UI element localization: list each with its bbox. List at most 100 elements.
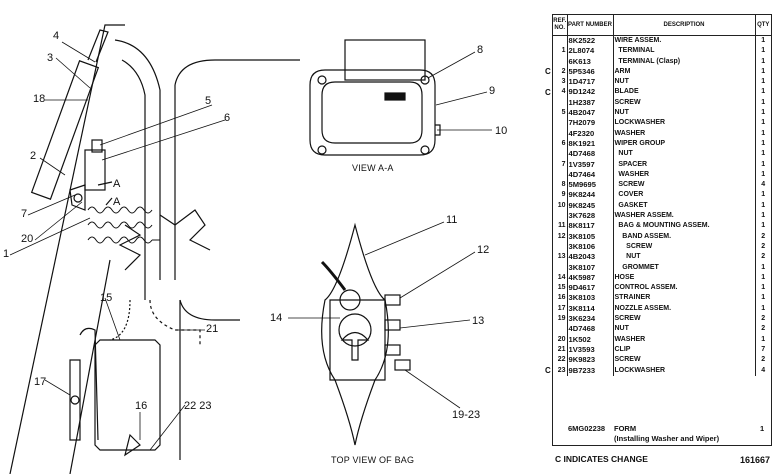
callout-2: 2 [30, 150, 37, 162]
part-number-cell: 9K8245 [567, 200, 614, 212]
part-number-cell: 3K8105 [567, 231, 614, 242]
callout-15: 15 [100, 292, 113, 304]
description-cell: GASKET [613, 200, 756, 212]
callout-20: 20 [21, 233, 34, 245]
description-cell: NUT [613, 108, 756, 119]
part-number-cell: 3K6234 [567, 314, 614, 325]
header-part-number: PART NUMBER [567, 15, 614, 36]
qty-cell: 1 [761, 37, 766, 44]
description-cell: BLADE [613, 87, 756, 98]
description-cell: LOCKWASHER [613, 118, 756, 129]
document-number: 161667 [740, 455, 771, 465]
part-number-cell: 4D7468 [567, 149, 614, 160]
qty-cell: 1 [761, 335, 766, 343]
part-number-cell: 9B7233 [567, 365, 614, 376]
leader-lines [9, 41, 492, 451]
callout-19-23: 19-23 [452, 409, 481, 421]
table-row: 6K613 TERMINAL (Clasp)1 [553, 56, 771, 67]
qty-cell: 1 [761, 201, 766, 209]
top-view-caption: TOP VIEW OF BAG [331, 455, 415, 465]
description-cell: SCREW [613, 180, 756, 191]
callout-16: 16 [135, 400, 148, 412]
qty-cell: 1 [761, 129, 766, 137]
cab-pillar [9, 24, 300, 474]
description-cell: TERMINAL [613, 46, 756, 57]
ref-cell: 15 [553, 283, 568, 294]
form-qty: 1 [760, 424, 765, 433]
part-number-cell: 3K8106 [567, 241, 614, 253]
qty-cell: 1 [761, 160, 766, 168]
description-cell: HOSE [613, 272, 756, 284]
description-cell: NUT [613, 324, 756, 335]
qty-cell: 1 [761, 284, 766, 292]
qty-cell: 2 [761, 315, 766, 323]
description-cell: SCREW [613, 355, 756, 366]
ref-cell: 13 [553, 252, 568, 263]
qty-cell: 1 [761, 139, 766, 147]
part-number-cell: 4D7468 [567, 324, 614, 335]
ref-cell [553, 149, 568, 160]
ref-cell: 6 [553, 138, 568, 150]
header-description: DESCRIPTION [613, 15, 756, 36]
ref-cell: 10 [553, 200, 568, 212]
ref-cell [553, 262, 568, 273]
callout-22-23: 22 23 [184, 400, 212, 412]
part-number-cell: 9K8244 [567, 190, 614, 201]
part-number-cell: 4D7464 [567, 169, 614, 181]
wiper-assembly [30, 29, 109, 211]
callout-11: 11 [446, 214, 458, 226]
ref-cell: 2 [553, 66, 568, 78]
ref-cell [553, 169, 568, 181]
qty-cell: 1 [761, 88, 766, 96]
qty-cell: 1 [761, 98, 766, 106]
qty-cell: 7 [761, 345, 766, 353]
qty-cell: 1 [761, 263, 766, 271]
view-a-cover [309, 39, 441, 156]
ref-cell [553, 97, 568, 109]
callout-12: 12 [477, 244, 490, 256]
callout-9: 9 [489, 85, 496, 97]
qty-cell: 1 [761, 212, 766, 220]
svg-text:A: A [113, 178, 121, 190]
ref-cell: 22 [553, 355, 568, 366]
qty-cell: 1 [761, 57, 766, 65]
ref-cell [553, 128, 568, 139]
callout-8: 8 [477, 44, 484, 56]
header-qty: QTY [755, 15, 771, 36]
coiled-wire [87, 206, 161, 244]
callout-3: 3 [47, 52, 54, 64]
qty-cell: 1 [761, 170, 766, 178]
callout-6: 6 [224, 112, 231, 124]
change-indicator: C [545, 365, 551, 375]
part-number-cell: 6K613 [567, 56, 614, 67]
qty-cell: 2 [761, 242, 766, 250]
ref-cell: 11 [553, 221, 568, 232]
description-cell: SCREW [613, 97, 756, 109]
parts-illustration: A A [9, 24, 492, 474]
part-number-cell: 3K8107 [567, 262, 614, 273]
ref-cell: 3 [553, 77, 568, 88]
part-number-cell: 4B2043 [567, 252, 614, 263]
part-number-cell: 4K5987 [567, 272, 614, 284]
ref-cell: 7 [553, 159, 568, 170]
part-number-cell: 9D4617 [567, 283, 614, 294]
description-cell: SCREW [613, 241, 756, 253]
part-number-cell: 7H2079 [567, 118, 614, 129]
part-number-cell: 5P5346 [567, 66, 614, 78]
washer-bag-side [69, 299, 161, 457]
